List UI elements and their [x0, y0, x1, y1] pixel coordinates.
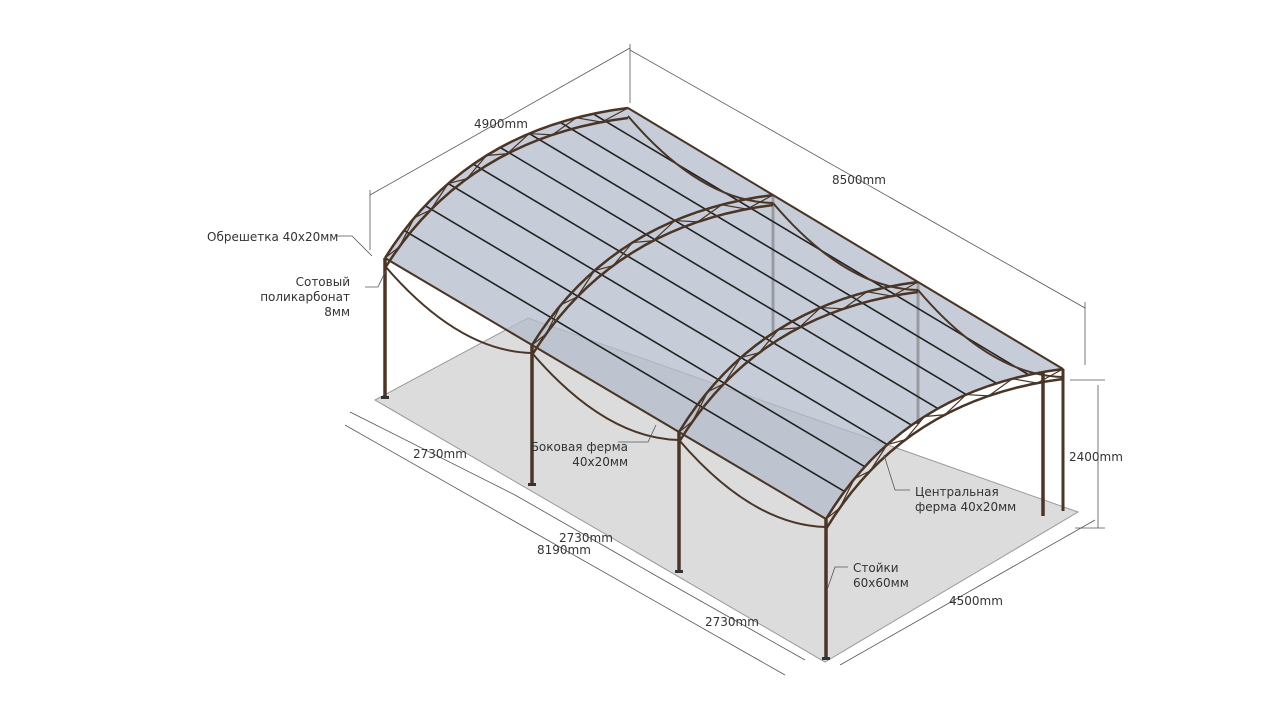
- dimension-lines: [336, 44, 1105, 676]
- post-base-plate: [528, 483, 536, 486]
- side-truss-line-1: Боковая ферма: [530, 440, 628, 454]
- central-truss-line-2: ферма 40x20мм: [915, 500, 1017, 514]
- arch-truss-web: [384, 107, 629, 259]
- side-truss-bottom: [678, 439, 827, 528]
- lathing-purlin: [403, 229, 845, 493]
- floor-slab: [373, 317, 1080, 663]
- total-length-dimension: 8190mm: [537, 543, 591, 557]
- span-1-dimension: 2730mm: [413, 447, 467, 461]
- lathing-purlin: [424, 204, 866, 468]
- post-base-plate: [675, 570, 683, 573]
- arch-truss-chord: [383, 116, 629, 269]
- side-truss-bottom: [627, 115, 774, 204]
- width-top-dimension: 4900mm: [474, 117, 528, 131]
- width-bottom-dimension: 4500mm: [949, 594, 1003, 608]
- front-posts: [381, 258, 1045, 660]
- polycarbonate-line-2: поликарбонат: [260, 290, 350, 304]
- side-truss-bottom: [384, 265, 533, 354]
- post-base-plate: [381, 396, 389, 399]
- central-truss-line-1: Центральная: [915, 485, 999, 499]
- lathing-purlin: [528, 132, 967, 396]
- side-truss-bottom: [917, 289, 1064, 378]
- lathing-purlin: [499, 146, 939, 410]
- roof: [383, 106, 1065, 530]
- side-truss-top: [531, 344, 680, 433]
- span-3-dimension: 2730mm: [705, 615, 759, 629]
- post-base-plate: [822, 657, 830, 660]
- side-truss-bottom: [772, 202, 919, 291]
- arch-truss-chord: [824, 377, 1064, 530]
- side-truss-line-2: 40x20мм: [572, 455, 628, 469]
- lathing-purlin: [592, 113, 1030, 376]
- height-dimension: 2400mm: [1069, 450, 1123, 464]
- arch-truss-web: [678, 281, 919, 433]
- posts-line-2: 60x60мм: [853, 576, 909, 590]
- polycarbonate-line-1: Сотовый: [295, 275, 350, 289]
- side-truss-top: [772, 194, 919, 283]
- lathing-purlin: [559, 121, 997, 385]
- polycarbonate-line-3: 8мм: [324, 305, 350, 319]
- arch-truss-web: [531, 194, 774, 346]
- side-truss-bottom: [531, 352, 680, 441]
- polycarbonate-label: Сотовый поликарбонат 8мм: [250, 275, 350, 320]
- side-truss-top: [917, 281, 1064, 370]
- lathing-purlin: [472, 163, 912, 426]
- arch-truss-chord: [677, 290, 919, 443]
- side-truss-top: [627, 107, 774, 196]
- posts-line-1: Стойки: [853, 561, 899, 575]
- central-truss-label: Центральная ферма 40x20мм: [915, 485, 1016, 515]
- span-2-dimension: 2730mm: [559, 531, 613, 545]
- arch-truss-web: [825, 368, 1064, 520]
- lathing-label: Обрешетка 40x20мм: [207, 230, 339, 244]
- side-truss-top: [678, 431, 827, 520]
- posts-label: Стойки 60x60мм: [853, 561, 909, 591]
- side-truss-label: Боковая ферма 40x20мм: [520, 440, 628, 470]
- lathing-purlin: [447, 182, 888, 446]
- side-truss-top: [384, 257, 533, 346]
- arch-truss-chord: [530, 203, 774, 356]
- length-top-dimension: 8500mm: [832, 173, 886, 187]
